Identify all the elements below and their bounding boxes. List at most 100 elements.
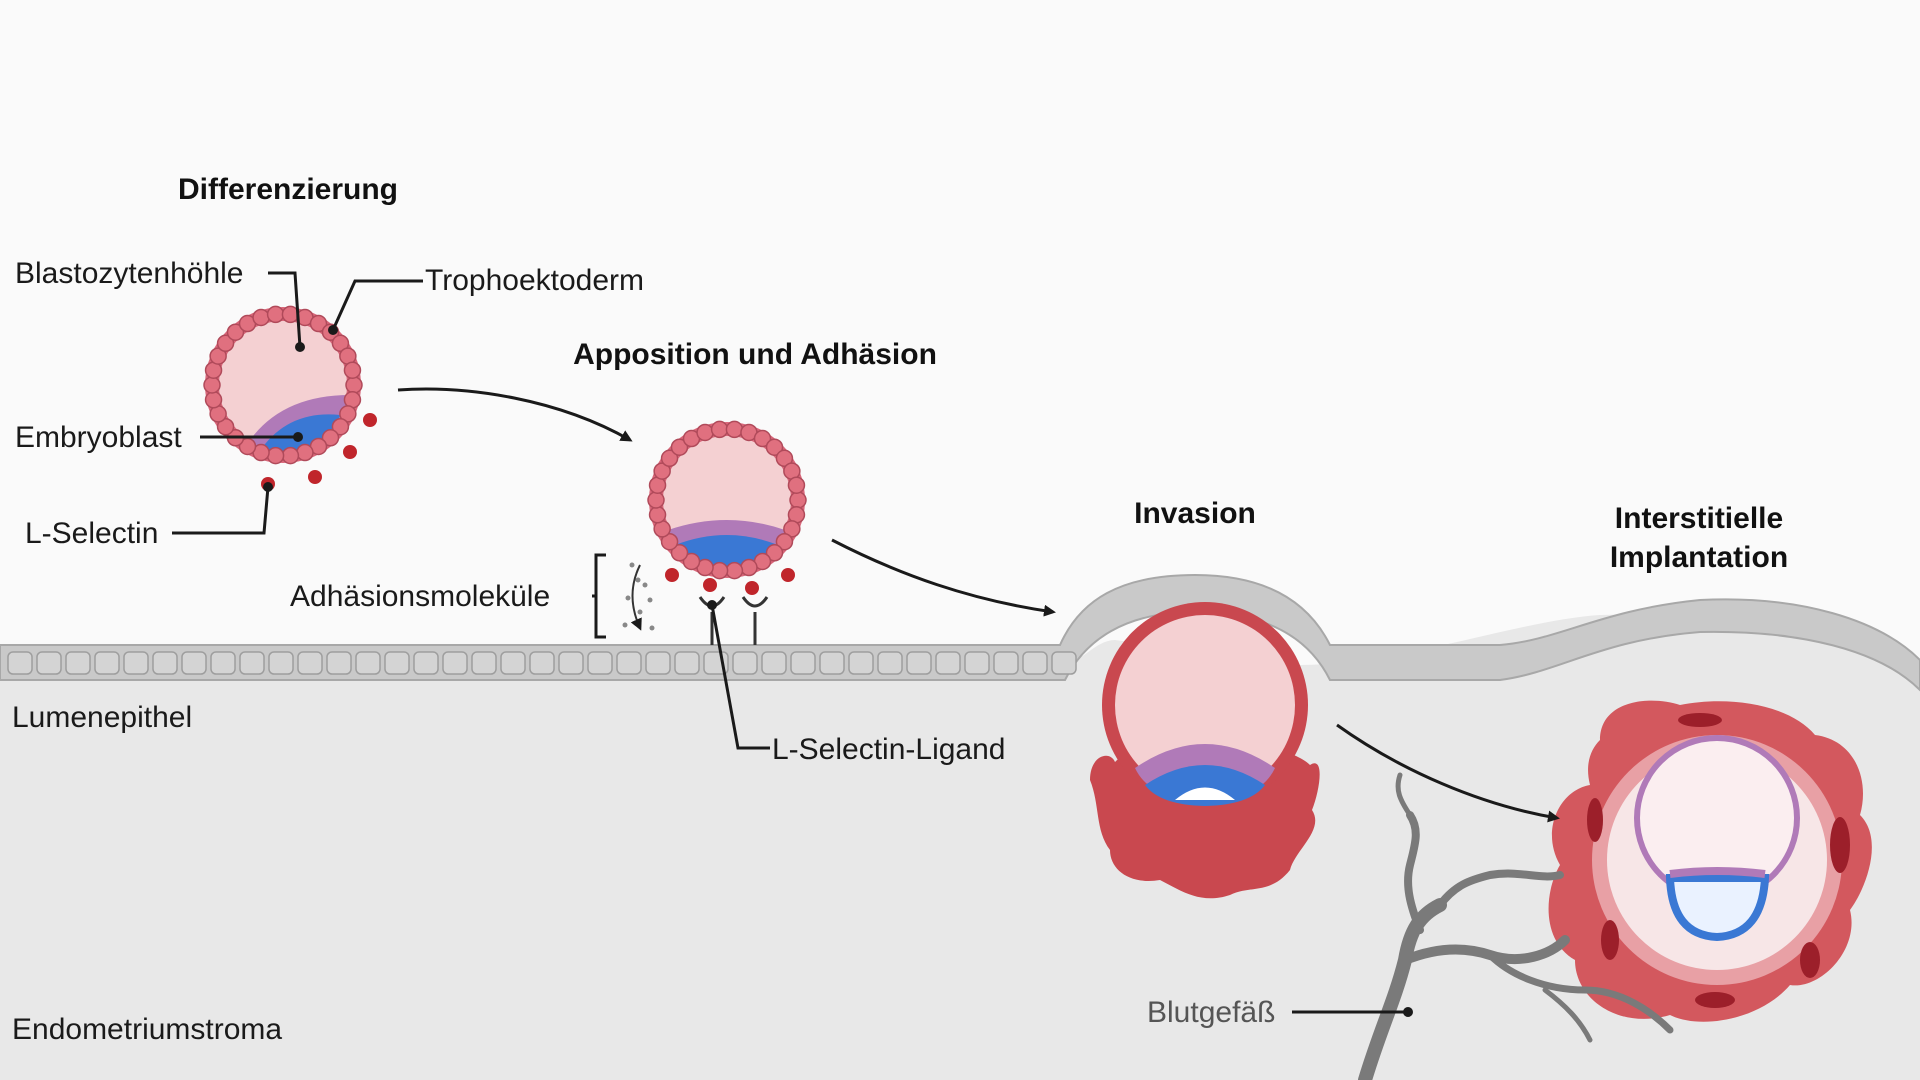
trophectoderm-cell [321,429,340,447]
endometrial-stroma [0,614,1920,1080]
trophectoderm-cell [765,544,784,562]
trophectoderm-cell [710,561,729,580]
blood-vessel [1358,772,1674,1080]
epithelial-cell [1051,651,1077,675]
epithelial-cell [65,651,91,675]
arrow-to-apposition [397,387,633,442]
trophectoderm-cell [345,376,363,394]
blastocyst-interstitial [1548,700,1872,1022]
epithelial-cell [94,651,120,675]
epithelial-cell [500,651,526,675]
trophectoderm-cell [331,334,350,353]
epithelial-cell [326,651,352,675]
trophectoderm-cell [787,476,806,494]
epithelial-cell [384,651,410,675]
arrow-to-invasion [831,538,1056,617]
epithelial-cell [1022,651,1048,675]
luminal-epithelium [0,573,1920,692]
arrow-to-interstitial [1336,723,1560,823]
blastocyst-differentiation [203,305,377,491]
epithelial-cell [297,651,323,675]
trophectoderm-cell [648,506,667,524]
trophectoderm-cell [753,429,772,448]
label-blood-vessel: Blutgefäß [1147,996,1275,1029]
trophectoderm-cell [266,305,285,324]
stage-title-interstitial-2: Implantation [1610,541,1788,574]
trophectoderm-cell [309,314,328,333]
bracket-adhesion-molecules [592,553,606,639]
trophectoderm-cell [331,417,350,436]
trophectoderm-cell [670,544,689,562]
blastocyst-apposition [622,420,807,645]
epithelial-cell [674,651,700,675]
trophectoderm-cell [252,308,270,327]
epithelial-cell [239,651,265,675]
trophectoderm-cell [216,334,235,353]
trophectoderm-cell [226,323,245,341]
epithelial-cell [36,651,62,675]
epithelial-cell [616,651,642,675]
trophectoderm-cell [725,420,744,439]
epithelial-cell [7,651,33,675]
trophectoderm-cell [647,491,665,509]
trophectoderm-cell [281,446,300,465]
epithelial-cell [471,651,497,675]
epithelial-cell [123,651,149,675]
epithelial-cell [848,651,874,675]
l-selectin-ligands [698,596,769,645]
trophectoderm-cell [682,552,701,571]
epithelial-cell [152,651,178,675]
epithelial-cell [181,651,207,675]
adhesion-molecule-dots [622,562,655,631]
label-l-selectin: L-Selectin [25,517,158,550]
trophectoderm-cell [339,405,357,423]
trophectoderm-cell [209,347,227,365]
trophectoderm-cell [783,520,801,538]
label-embryoblast: Embryoblast [15,421,182,454]
label-l-selectin-ligand: L-Selectin-Ligand [772,733,1005,766]
epithelial-cell [210,651,236,675]
label-trophectoderm: Trophoektoderm [425,264,644,297]
epithelial-cell [964,651,990,675]
stage-title-interstitial-1: Interstitielle [1615,502,1783,535]
trophectoderm-cell [789,491,807,509]
trophectoderm-cell [696,423,714,442]
label-luminal-epithelium: Lumenepithel [12,701,192,734]
epithelial-cell [558,651,584,675]
trophectoderm-cell [725,561,744,580]
epithelial-cell [268,651,294,675]
trophectoderm-cell [670,438,689,456]
trophectoderm-cell [203,376,221,394]
trophectoderm-cell [765,438,784,456]
trophectoderm-cell [660,449,679,468]
leader-l-selectin [172,486,270,535]
trophectoderm-cell [660,532,679,551]
epithelial-cell [906,651,932,675]
stage-title-apposition: Apposition und Adhäsion [573,338,937,371]
blastocyst-invasion [1090,602,1320,899]
trophectoderm-cell [343,361,362,379]
leader-trophectoderm [331,279,423,331]
epithelial-cell [587,651,613,675]
leader-l-selectin-ligand [710,604,770,750]
trophectoderm-cell [740,558,758,577]
trophectoderm-cell [216,417,235,436]
trophectoderm-cell [296,443,314,462]
trophectoderm-cell [653,462,671,480]
epithelial-cell [355,651,381,675]
epithelial-cell [442,651,468,675]
epithelial-cell [935,651,961,675]
epithelial-cell [790,651,816,675]
trophectoderm-cell [775,532,794,551]
stage-title-invasion: Invasion [1134,497,1256,530]
trophectoderm-cell [204,391,223,409]
epithelial-cell [413,651,439,675]
epithelial-cell [877,651,903,675]
label-adhesion-molecules: Adhäsionsmoleküle [290,580,550,613]
epithelial-cell [529,651,555,675]
epithelial-cell [761,651,787,675]
epithelial-cell [993,651,1019,675]
epithelial-cell [732,651,758,675]
label-endometrial-stroma: Endometriumstroma [12,1013,282,1046]
label-blastocoel: Blastozytenhöhle [15,257,244,290]
